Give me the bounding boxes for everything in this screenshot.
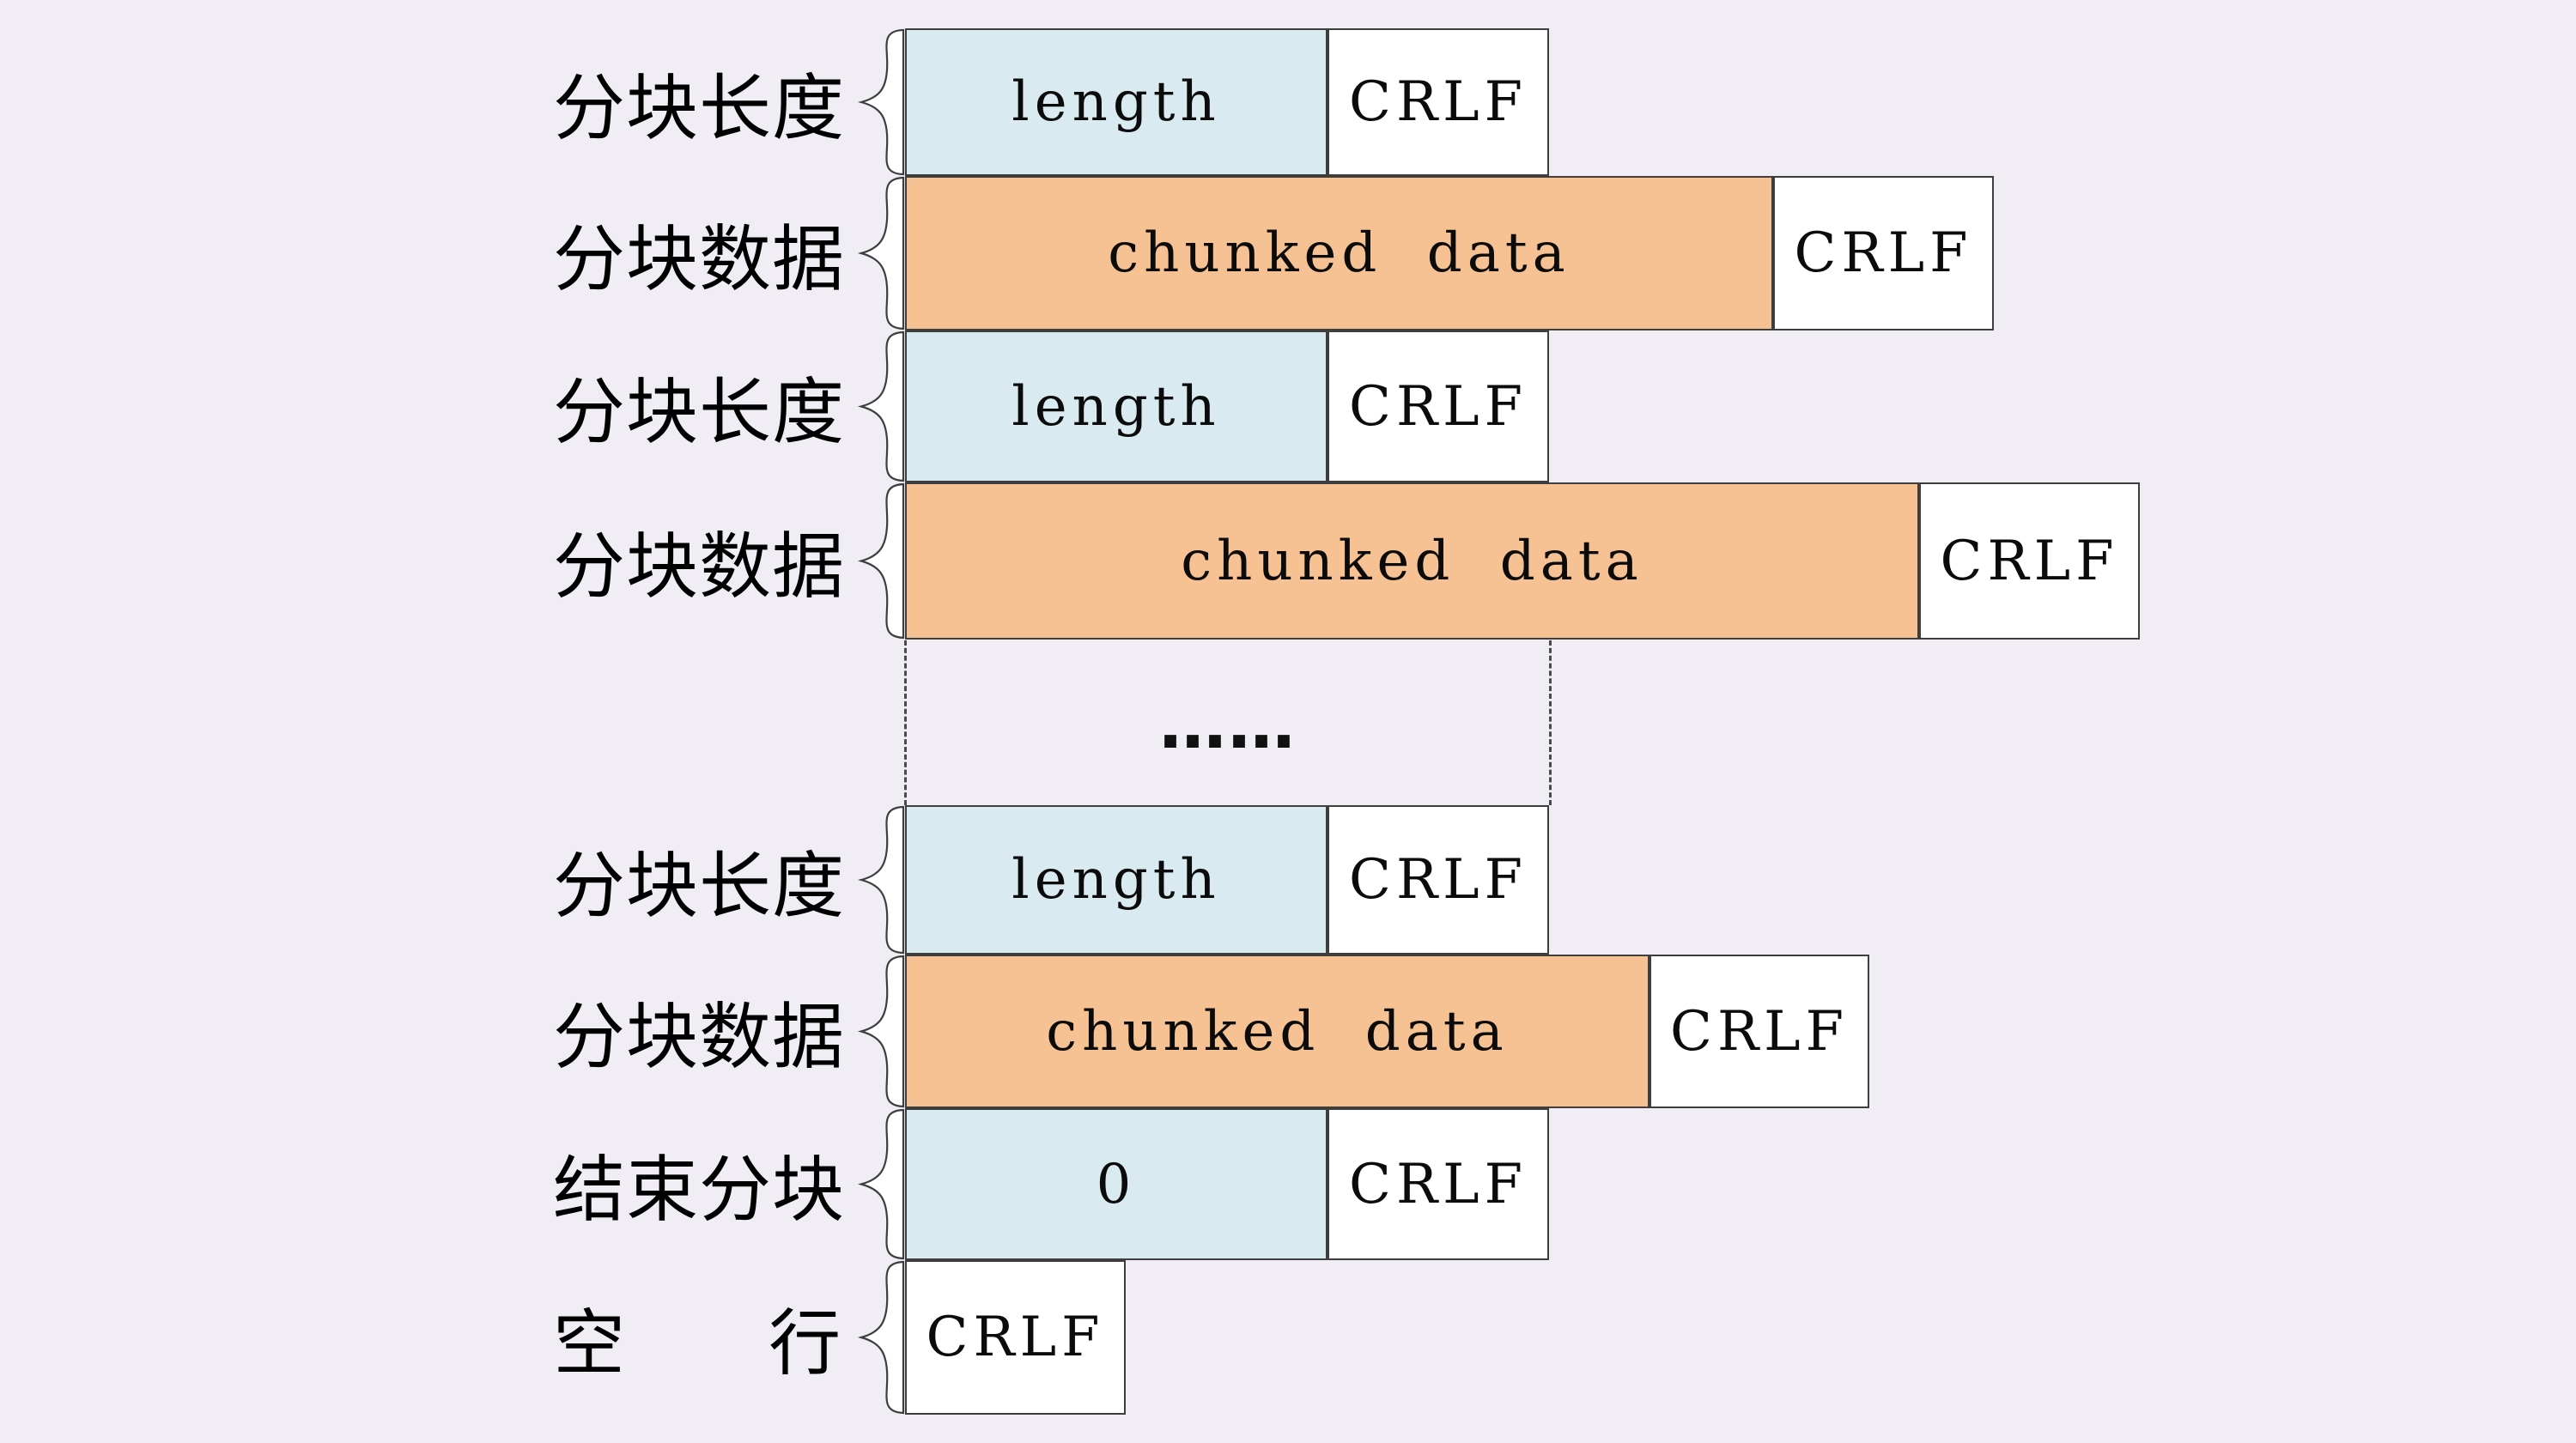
length-box: length: [905, 28, 1327, 176]
dashed-line-left: [904, 640, 907, 805]
crlf-box: CRLF: [1919, 482, 2140, 640]
brace-left-icon: [855, 805, 905, 955]
crlf-box: CRLF: [1327, 330, 1549, 482]
row-label-end-chunk: 结束分块: [553, 1147, 846, 1232]
crlf-box: CRLF: [1327, 28, 1549, 176]
brace-left-icon: [855, 28, 905, 176]
crlf-box: CRLF: [1773, 176, 1994, 330]
length-box: length: [905, 805, 1327, 955]
row-label-empty-line: 空 行: [553, 1301, 842, 1385]
zero-box: 0: [905, 1108, 1327, 1260]
length-box: length: [905, 330, 1327, 482]
row-label-chunk-length: 分块长度: [553, 369, 846, 454]
crlf-box: CRLF: [1327, 805, 1549, 955]
row-label-chunk-data: 分块数据: [553, 216, 846, 301]
ellipsis-text: ……: [1159, 687, 1297, 764]
crlf-box: CRLF: [1327, 1108, 1549, 1260]
brace-left-icon: [855, 330, 905, 482]
brace-left-icon: [855, 955, 905, 1108]
row-label-chunk-length: 分块长度: [553, 843, 846, 928]
dashed-line-right: [1549, 640, 1552, 805]
crlf-box: CRLF: [1649, 955, 1869, 1108]
row-label-chunk-length: 分块长度: [553, 65, 846, 150]
brace-left-icon: [855, 482, 905, 640]
crlf-box: CRLF: [905, 1260, 1126, 1415]
row-label-chunk-data: 分块数据: [553, 994, 846, 1079]
row-label-chunk-data: 分块数据: [553, 524, 846, 609]
chunked-data-box: chunked data: [905, 955, 1649, 1108]
chunked-data-box: chunked data: [905, 482, 1919, 640]
brace-left-icon: [855, 176, 905, 330]
brace-left-icon: [855, 1108, 905, 1260]
brace-left-icon: [855, 1260, 905, 1415]
chunked-data-box: chunked data: [905, 176, 1773, 330]
